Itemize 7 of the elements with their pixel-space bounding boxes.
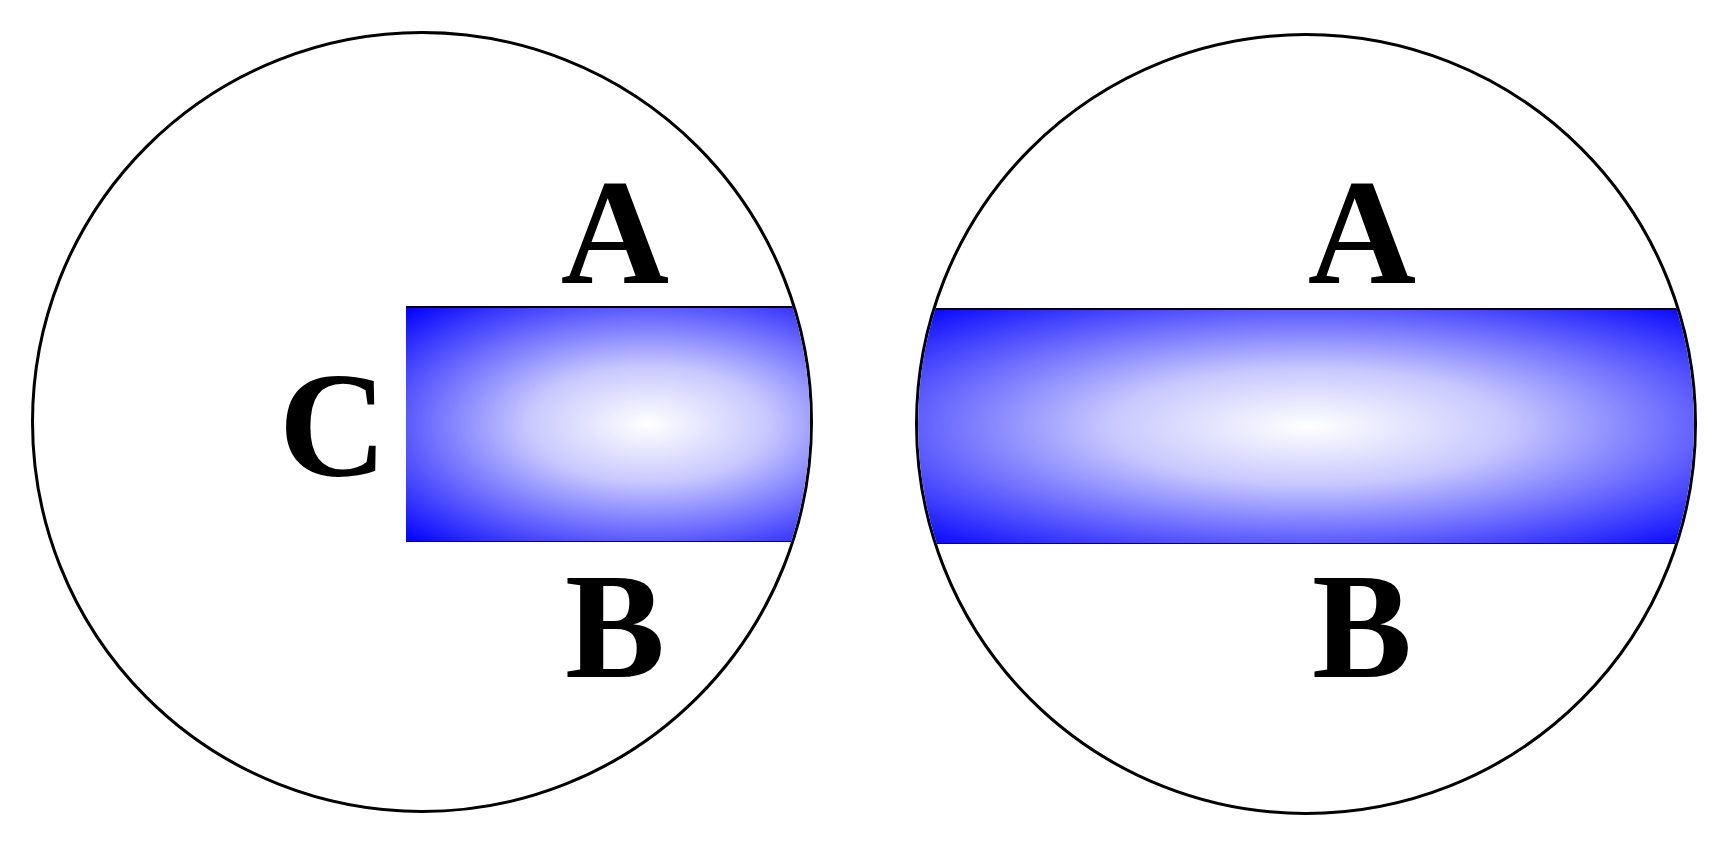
region-label: B — [1311, 551, 1413, 701]
region-label: A — [560, 157, 670, 307]
shaded-band — [406, 306, 810, 542]
region-label: B — [564, 551, 666, 701]
region-label: A — [1307, 157, 1417, 307]
shaded-band — [918, 308, 1694, 544]
region-label: C — [278, 350, 388, 500]
